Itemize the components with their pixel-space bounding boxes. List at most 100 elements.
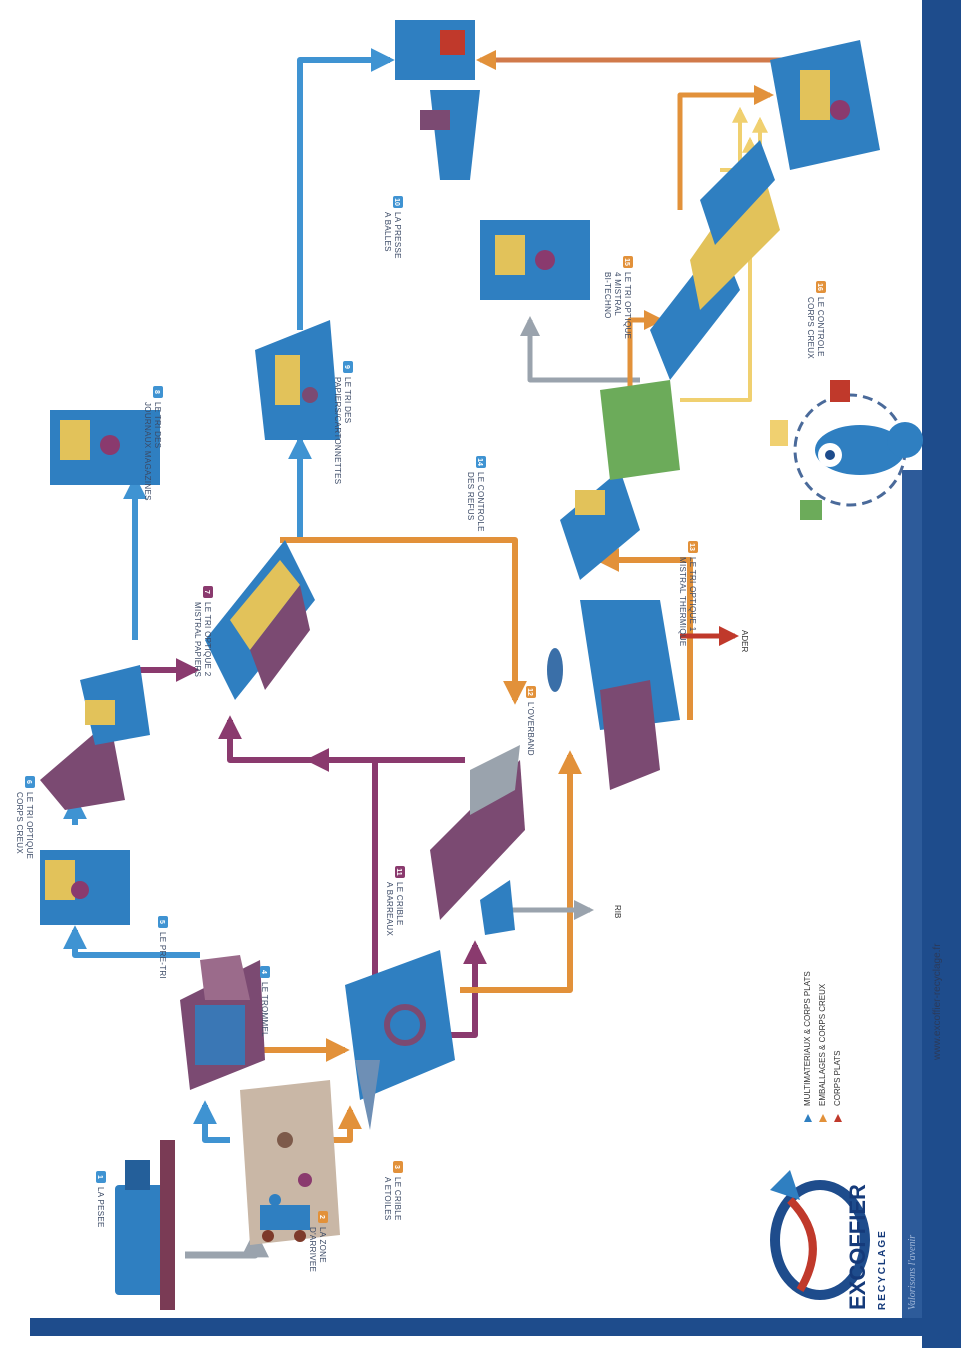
legend-marker xyxy=(804,1114,812,1122)
machine-presse xyxy=(395,20,480,180)
step-label-s12: 12L'OVERBAND xyxy=(526,686,536,756)
step-badge xyxy=(393,1161,403,1173)
machine-crible-etoiles xyxy=(345,950,455,1130)
step-badge xyxy=(203,586,213,598)
footer-website: www.excoffier-recyclage.fr xyxy=(932,943,943,1061)
step-text: LA PRESSE xyxy=(393,212,402,259)
step-text: L'OVERBAND xyxy=(526,702,535,756)
flow-orange-mistral-overband xyxy=(280,537,527,705)
step-text: LE TRI DES xyxy=(343,377,352,423)
legend-marker xyxy=(819,1114,827,1122)
step-text: LE CONTROLE xyxy=(476,472,485,532)
flow-orange-upper xyxy=(677,85,774,210)
step-badge xyxy=(688,541,698,553)
step-text: CORPS CREUX xyxy=(806,297,815,359)
step-badge xyxy=(153,386,163,398)
output-rib: RIB xyxy=(613,905,622,918)
step-text: D'ARRIVEE xyxy=(308,1227,317,1272)
step-text: MISTRAL THERMIQUE xyxy=(678,557,687,647)
legend-label: CORPS PLATS xyxy=(833,1051,842,1106)
output-ader: ADER xyxy=(740,630,749,652)
legend: MULTIMATERIAUX & CORPS PLATS EMBALLAGES &… xyxy=(803,971,842,1122)
step-text: LE TRI OPTIQUE xyxy=(25,792,34,859)
brand-name: EXCOFFIER xyxy=(845,1184,870,1310)
step-label-s5: 5 LE PRE-TRI xyxy=(158,916,168,979)
legend-label: MULTIMATERIAUX & CORPS PLATS xyxy=(803,971,812,1106)
step-number: 9 xyxy=(343,365,350,369)
step-badge xyxy=(393,196,403,208)
step-number: 4 xyxy=(260,970,267,974)
step-text: LA PESEE xyxy=(96,1187,105,1228)
flow-orange-crible-overband xyxy=(460,750,582,993)
machine-tri-optique-mistral xyxy=(205,540,315,700)
flow-purple-crible-barreaux xyxy=(450,940,487,1038)
step-badge xyxy=(476,456,486,468)
step-number: 15 xyxy=(623,258,630,266)
step-number: 8 xyxy=(153,390,160,394)
step-text: LA ZONE xyxy=(318,1227,327,1263)
machine-crible-barreaux xyxy=(430,745,525,935)
step-badge xyxy=(623,256,633,268)
step-text: LE TRI OPTIQUE xyxy=(623,272,632,339)
flow-grey-refus xyxy=(520,316,640,383)
step-badge xyxy=(395,866,405,878)
machine-tri-optique-4 xyxy=(650,140,780,380)
flow-purple-crible-mistral xyxy=(218,715,378,980)
step-number: 1 xyxy=(96,1175,103,1179)
right-blue-strip xyxy=(922,0,961,1348)
step-badge xyxy=(343,361,353,373)
step-text: MISTRAL PAPIERS xyxy=(193,602,202,677)
step-badge xyxy=(816,281,826,293)
step-text: LE PRE-TRI xyxy=(158,932,167,979)
step-text: A BARREAUX xyxy=(385,882,394,936)
step-text: BI-TECHNO xyxy=(603,272,612,319)
step-badge xyxy=(318,1211,328,1223)
legend-label: EMBALLAGES & CORPS CREUX xyxy=(818,983,827,1106)
legend-marker xyxy=(834,1114,842,1122)
step-number: 11 xyxy=(395,868,402,876)
legend-item: MULTIMATERIAUX & CORPS PLATS xyxy=(803,971,812,1122)
step-number: 14 xyxy=(476,458,483,466)
machine-overband xyxy=(547,600,680,790)
step-text: A ETOILES xyxy=(383,1177,392,1220)
step-number: 7 xyxy=(203,590,210,594)
step-number: 16 xyxy=(816,283,823,291)
step-badge xyxy=(96,1171,106,1183)
step-badge xyxy=(25,776,35,788)
machine-tri-optique-creux xyxy=(40,665,150,810)
step-number: 12 xyxy=(526,688,533,696)
flow-orange-bitechno xyxy=(627,310,664,400)
footer-slogan: Valorisons l'avenir xyxy=(907,1235,918,1310)
step-text: LE TRI OPTIQUE 1 xyxy=(688,557,697,632)
step-number: 3 xyxy=(393,1165,400,1169)
step-text: A BALLES xyxy=(383,212,392,252)
step-number: 2 xyxy=(318,1215,325,1219)
flow-blue-trommel-pretri xyxy=(63,925,200,958)
brand-subtitle: RECYCLAGE xyxy=(877,1229,888,1310)
step-text: DES REFUS xyxy=(466,472,475,521)
step-text: PAPIERS/CARTONNETTES xyxy=(333,377,342,484)
legend-item: EMBALLAGES & CORPS CREUX xyxy=(818,983,827,1122)
step-number: 5 xyxy=(158,920,165,924)
machine-controle-creux xyxy=(770,40,880,170)
step-text: LE CONTROLE xyxy=(816,297,825,357)
flow-orange-overband-optique1 xyxy=(595,548,693,720)
step-number: 10 xyxy=(393,198,400,206)
step-text: LE TROMMEL xyxy=(260,982,269,1037)
step-label-s4: 4 LE TROMMEL xyxy=(260,966,270,1037)
excoffier-logo xyxy=(770,1170,870,1300)
step-text: LE CRIBLE xyxy=(393,1177,402,1221)
